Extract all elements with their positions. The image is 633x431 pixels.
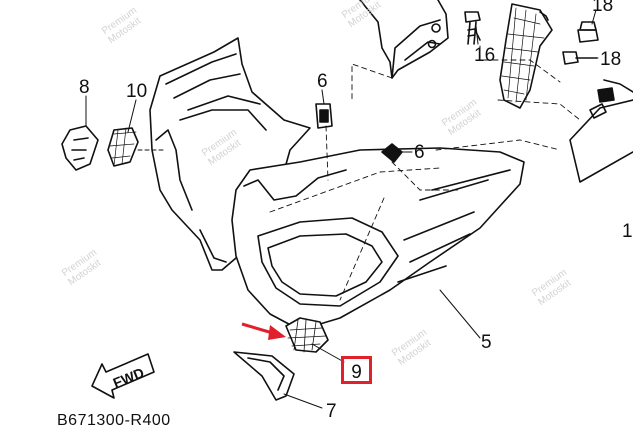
side-vent-grille	[499, 3, 553, 109]
callout-16: 16	[474, 45, 496, 66]
grille-part-9	[285, 317, 329, 353]
callout-5: 5	[481, 332, 492, 353]
callout-18-top: 18	[592, 0, 614, 16]
side-panel-1	[569, 79, 633, 183]
trim-part-7	[233, 351, 295, 401]
diagram-code: B671300-R400	[57, 412, 171, 429]
callout-18: 18	[600, 49, 622, 70]
mesh-part-10	[107, 127, 165, 167]
callout-10: 10	[126, 81, 148, 102]
upper-bracket	[359, 0, 449, 79]
callout-1: 1	[622, 221, 633, 242]
grille-part-8	[61, 125, 99, 171]
center-fairing	[231, 147, 525, 331]
callout-9: 9	[351, 362, 362, 383]
bolt-18-upper	[577, 21, 599, 43]
front-cowl	[149, 37, 311, 271]
highlighted-callout-9: 9	[341, 356, 372, 384]
highlight-arrow	[241, 322, 286, 340]
fwd-arrow	[91, 353, 155, 399]
callout-6-upper: 6	[317, 71, 328, 92]
callout-7: 7	[326, 401, 337, 422]
connection-lines	[269, 45, 581, 301]
leader-lines	[85, 9, 599, 409]
callout-6-lower: 6	[414, 142, 425, 163]
clip-6-upper	[315, 103, 333, 129]
callout-8: 8	[79, 77, 90, 98]
